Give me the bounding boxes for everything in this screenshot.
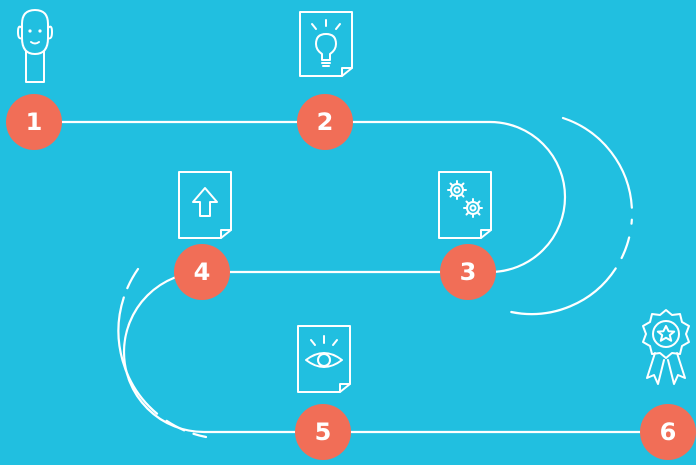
- step-label-2: 2: [316, 108, 334, 136]
- step-marker-6: 6: [640, 404, 696, 460]
- step-marker-2: 2: [297, 94, 353, 150]
- person-face-icon: [17, 9, 53, 83]
- step-label-5: 5: [314, 418, 332, 446]
- step-marker-5: 5: [295, 404, 351, 460]
- step-marker-1: 1: [6, 94, 62, 150]
- step-label-1: 1: [25, 108, 43, 136]
- step-marker-4: 4: [174, 244, 230, 300]
- step-label-6: 6: [659, 418, 677, 446]
- step-label-3: 3: [459, 258, 477, 286]
- eye-document-icon: [297, 325, 351, 393]
- upload-arrow-document-icon: [178, 171, 232, 239]
- award-ribbon-icon: [642, 309, 690, 385]
- lightbulb-document-icon: [299, 11, 353, 77]
- step-marker-3: 3: [440, 244, 496, 300]
- gears-document-icon: [438, 171, 492, 239]
- step-label-4: 4: [193, 258, 211, 286]
